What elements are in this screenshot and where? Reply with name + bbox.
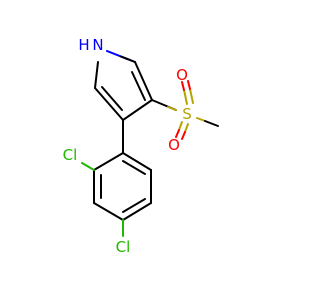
bond-c5-n1 [94, 61, 99, 89]
bond-c1p-c2p [93, 152, 124, 171]
bond-s-o-top-1b [181, 81, 185, 91]
atom-label-o-bottom: O [168, 136, 180, 154]
bond-s-ch3 [196, 117, 206, 122]
bond-s-o-top-1 [183, 89, 188, 105]
bond-c2-c3-inner [131, 71, 146, 101]
bond-s-ch3-b [204, 120, 219, 127]
atom-label-cl-ortho: Cl [63, 146, 78, 164]
bond-s-o-bot-2 [184, 123, 189, 133]
bond-c4-c5 [94, 87, 124, 121]
bond-s-o-bot-2b [181, 131, 186, 140]
bond-s-o-bot-1b [175, 129, 180, 138]
pyrrole-ring [94, 50, 153, 121]
bond-n1-c2-b [120, 55, 136, 63]
atom-label-n: N [92, 36, 103, 54]
bond-c4p-c5p [122, 202, 152, 221]
sulfonyl-group [151, 80, 219, 140]
atom-label-cl-para: Cl [116, 238, 131, 256]
phenyl-ring [81, 119, 152, 237]
bond-s-o-bot-1 [178, 121, 183, 131]
molecule-structure: H N S O O Cl Cl [63, 36, 219, 256]
bond-c4-c5-inner [101, 86, 123, 111]
bond-c6p-c1p [122, 152, 152, 171]
bond-c2p-cl [81, 162, 95, 171]
bond-s-o-top-2b [187, 80, 191, 90]
atom-label-h: H [78, 36, 89, 54]
bond-c3-s-col [167, 106, 177, 111]
bond-c2-c3 [134, 61, 153, 101]
bond-s-o-top-2 [189, 88, 194, 104]
bond-c3p-c4p [93, 202, 124, 221]
atom-label-s: S [182, 105, 192, 123]
bond-c3-c4 [122, 99, 153, 121]
bond-c6p-c1p-inner [122, 160, 146, 175]
bond-c4p-c5p-inner [122, 198, 146, 213]
atom-label-o-top: O [176, 66, 188, 84]
